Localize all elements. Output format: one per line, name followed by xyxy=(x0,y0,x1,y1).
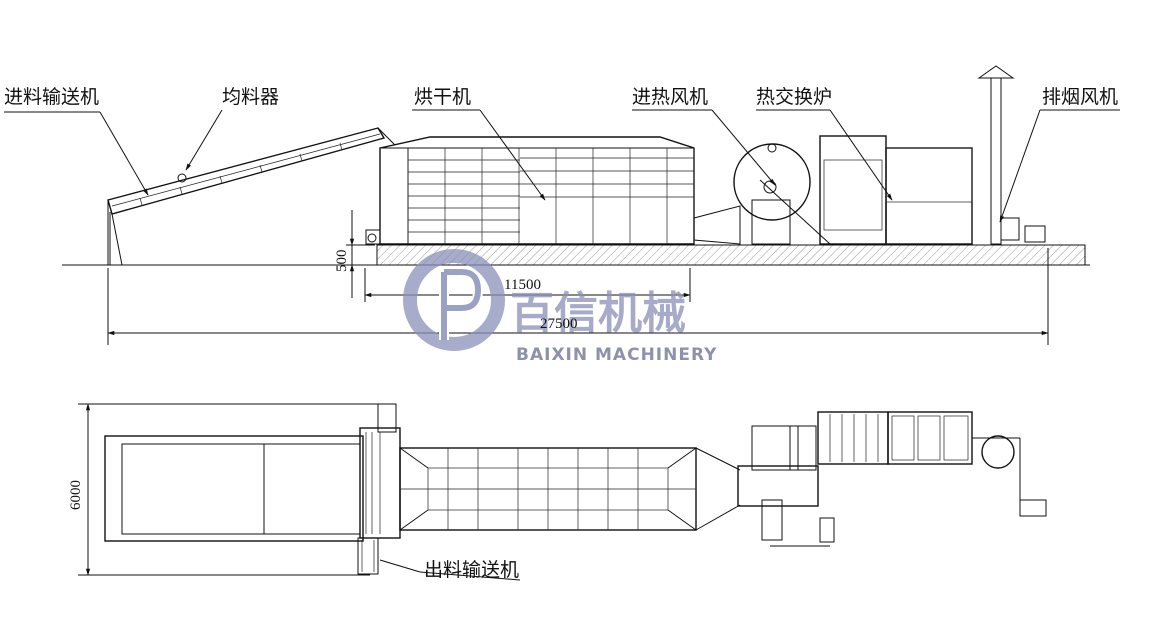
label-discharge-conveyor: 出料输送机 xyxy=(424,559,519,581)
label-dryer: 烘干机 xyxy=(414,86,471,108)
inlet-fan-plan xyxy=(737,425,835,547)
watermark: 百信机械 BAIXIN MACHINERY xyxy=(403,249,717,365)
dim-11500 xyxy=(364,268,691,302)
label-exhaust-fan: 排烟风机 xyxy=(1042,86,1118,108)
dim-500-text: 500 xyxy=(334,250,350,273)
distributor-device xyxy=(177,173,187,183)
label-feed-conveyor: 进料输送机 xyxy=(4,86,99,108)
exhaust-fan-plan xyxy=(972,435,1047,517)
brand-name-en: BAIXIN MACHINERY xyxy=(516,345,717,365)
feed-conveyor xyxy=(107,127,396,266)
label-distributor: 均料器 xyxy=(222,86,279,108)
dim-6000-text: 6000 xyxy=(68,480,84,510)
leaders xyxy=(4,109,1120,581)
inlet-fan xyxy=(693,143,831,245)
plan-view xyxy=(78,403,1047,576)
heat-exchanger xyxy=(819,135,973,245)
exhaust-fan xyxy=(977,65,1046,245)
brand-name-cn: 百信机械 xyxy=(510,288,686,339)
elevation-view xyxy=(62,65,1090,345)
dim-27500-text: 27500 xyxy=(540,316,578,332)
label-heat-exchanger: 热交换炉 xyxy=(756,86,832,108)
feed-conveyor-plan xyxy=(104,435,364,542)
dim-500 xyxy=(346,210,375,298)
label-inlet-fan: 进热风机 xyxy=(632,86,708,108)
brand-logo-icon xyxy=(403,249,505,351)
foundation-slab xyxy=(376,244,1086,266)
dim-11500-text: 11500 xyxy=(504,277,541,293)
dim-6000 xyxy=(78,403,396,576)
heat-exchanger-plan xyxy=(817,411,973,465)
dryer-body xyxy=(365,136,695,245)
dim-27500 xyxy=(107,248,1049,345)
dryer-plan xyxy=(357,403,697,575)
